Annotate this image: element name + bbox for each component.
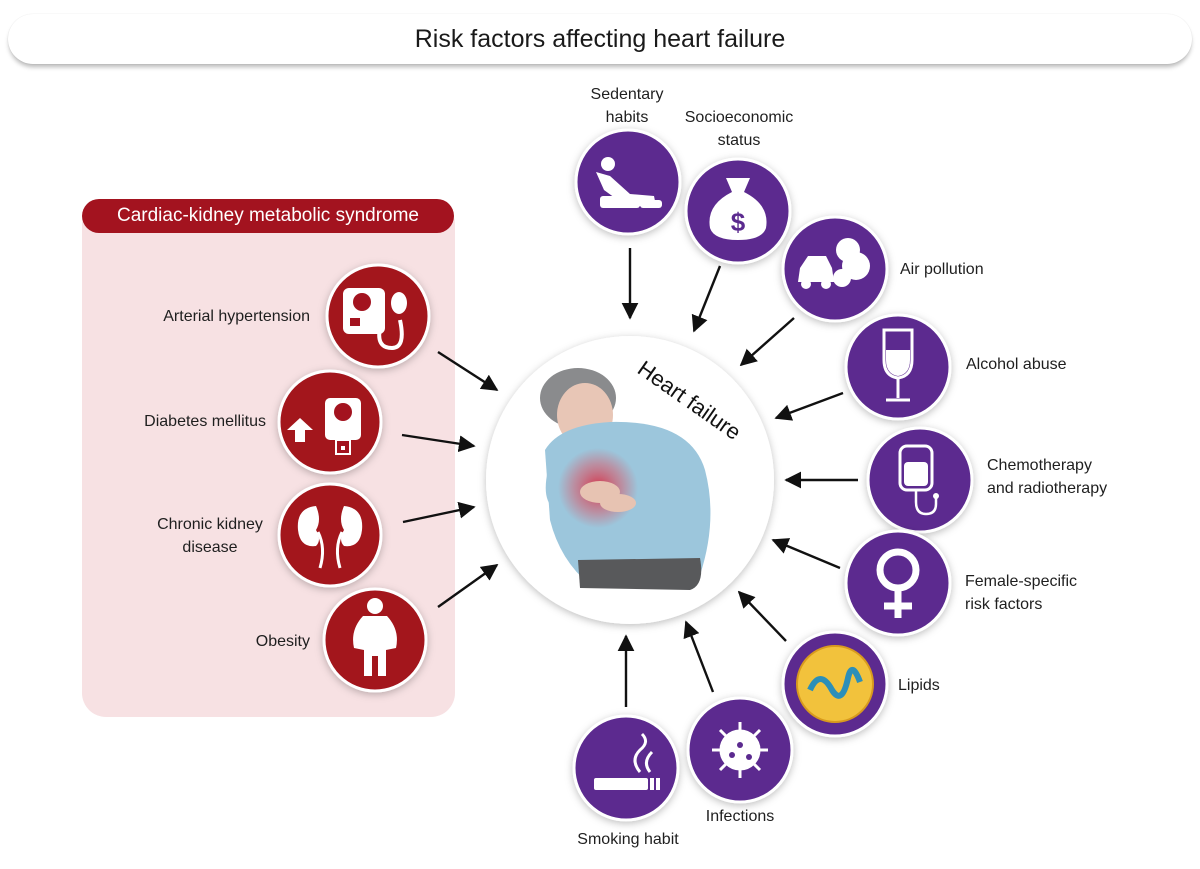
arrow-infections xyxy=(683,620,715,693)
svg-text:$: $ xyxy=(731,207,746,237)
blood-pressure-monitor-icon xyxy=(343,288,407,351)
infections-node xyxy=(686,696,794,804)
air-pollution-node xyxy=(781,215,889,323)
iv-bag-icon xyxy=(898,444,939,516)
chemotherapy-node xyxy=(866,426,974,534)
sedentary-node xyxy=(574,128,682,236)
label-chemotherapy: Chemotherapy and radiotherapy xyxy=(987,457,1108,497)
label-obesity: Obesity xyxy=(255,633,310,650)
ckm-header: Cardiac-kidney metabolic syndrome xyxy=(82,199,454,233)
arrow-air-pollution xyxy=(739,317,795,367)
obese-person-icon xyxy=(353,598,397,676)
label-air-pollution: Air pollution xyxy=(900,261,984,278)
alcohol-node xyxy=(844,313,952,421)
hypertension-node xyxy=(325,263,431,369)
person-chest-pain-icon xyxy=(540,368,711,590)
virus-icon xyxy=(712,722,768,778)
arrows xyxy=(401,248,858,707)
socioeconomic-node: $ xyxy=(684,157,792,265)
kidney-node xyxy=(277,482,383,588)
label-socioeconomic-status: Socioeconomic status xyxy=(684,109,794,149)
lipids-node xyxy=(781,630,889,738)
female-node xyxy=(844,529,952,637)
arrow-alcohol xyxy=(774,391,844,421)
smoking-node xyxy=(572,714,680,822)
title-bar: Risk factors affecting heart failure xyxy=(8,14,1192,64)
label-smoking-habit: Smoking habit xyxy=(577,831,679,848)
arrow-diabetes xyxy=(401,433,476,453)
arrow-socioeconomic xyxy=(691,265,722,333)
wine-glass-icon xyxy=(882,328,914,402)
label-sedentary-habits: Sedentary habits xyxy=(590,86,664,126)
arrow-lipids xyxy=(737,590,787,642)
label-female-specific: Female-specific risk factors xyxy=(965,573,1078,613)
glucose-meter-icon xyxy=(287,398,361,455)
label-lipids: Lipids xyxy=(898,677,940,694)
diabetes-node xyxy=(277,369,383,475)
label-diabetes-mellitus: Diabetes mellitus xyxy=(144,413,266,430)
label-alcohol-abuse: Alcohol abuse xyxy=(966,356,1067,373)
heart-failure-center: Heart failure xyxy=(486,336,774,624)
female-symbol-icon xyxy=(876,548,920,618)
car-exhaust-icon xyxy=(798,238,870,289)
label-chronic-kidney-disease: Chronic kidney disease xyxy=(157,516,263,556)
diagram-title: Risk factors affecting heart failure xyxy=(414,24,786,53)
recliner-person-icon xyxy=(596,157,662,208)
label-infections: Infections xyxy=(705,808,775,825)
arrow-hypertension xyxy=(437,350,499,392)
arrow-obesity xyxy=(437,564,499,608)
label-arterial-hypertension: Arterial hypertension xyxy=(163,308,310,325)
lipid-particle-icon xyxy=(796,645,874,723)
obesity-node xyxy=(322,587,428,693)
kidneys-icon xyxy=(297,506,363,569)
cigarette-icon xyxy=(594,732,660,790)
money-bag-icon: $ xyxy=(709,178,767,240)
arrow-kidney xyxy=(402,501,476,524)
arrow-female xyxy=(771,538,841,570)
